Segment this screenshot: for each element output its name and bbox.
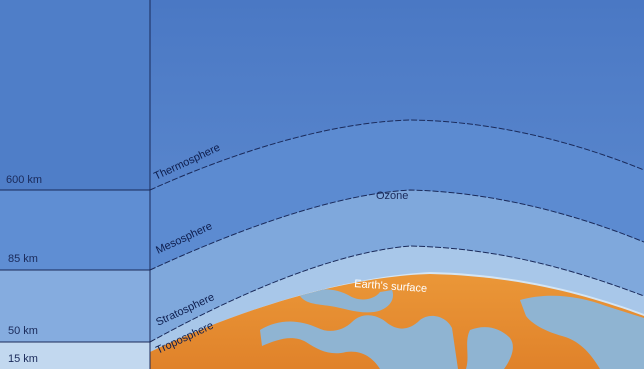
ocean-area-3 <box>520 295 644 369</box>
altitude-scale <box>0 0 150 369</box>
altitude-label-50: 50 km <box>8 325 38 337</box>
ocean-area <box>260 315 458 369</box>
altitude-label-15: 15 km <box>8 353 38 365</box>
column-band-stratosphere <box>0 342 150 369</box>
column-band-top <box>0 0 150 190</box>
ozone-label: Ozone <box>376 190 408 202</box>
ocean-area-4 <box>466 327 513 369</box>
altitude-label-85: 85 km <box>8 253 38 265</box>
column-band-mesosphere <box>0 270 150 342</box>
ocean-area-2 <box>300 289 394 313</box>
earth-surface-label: Earth's surface <box>354 278 428 295</box>
stratosphere-top-boundary <box>149 245 644 343</box>
thermosphere-top-boundary <box>149 119 644 191</box>
mesosphere-top-boundary <box>149 189 644 271</box>
column-band-thermosphere <box>0 190 150 270</box>
altitude-label-600: 600 km <box>6 174 42 186</box>
